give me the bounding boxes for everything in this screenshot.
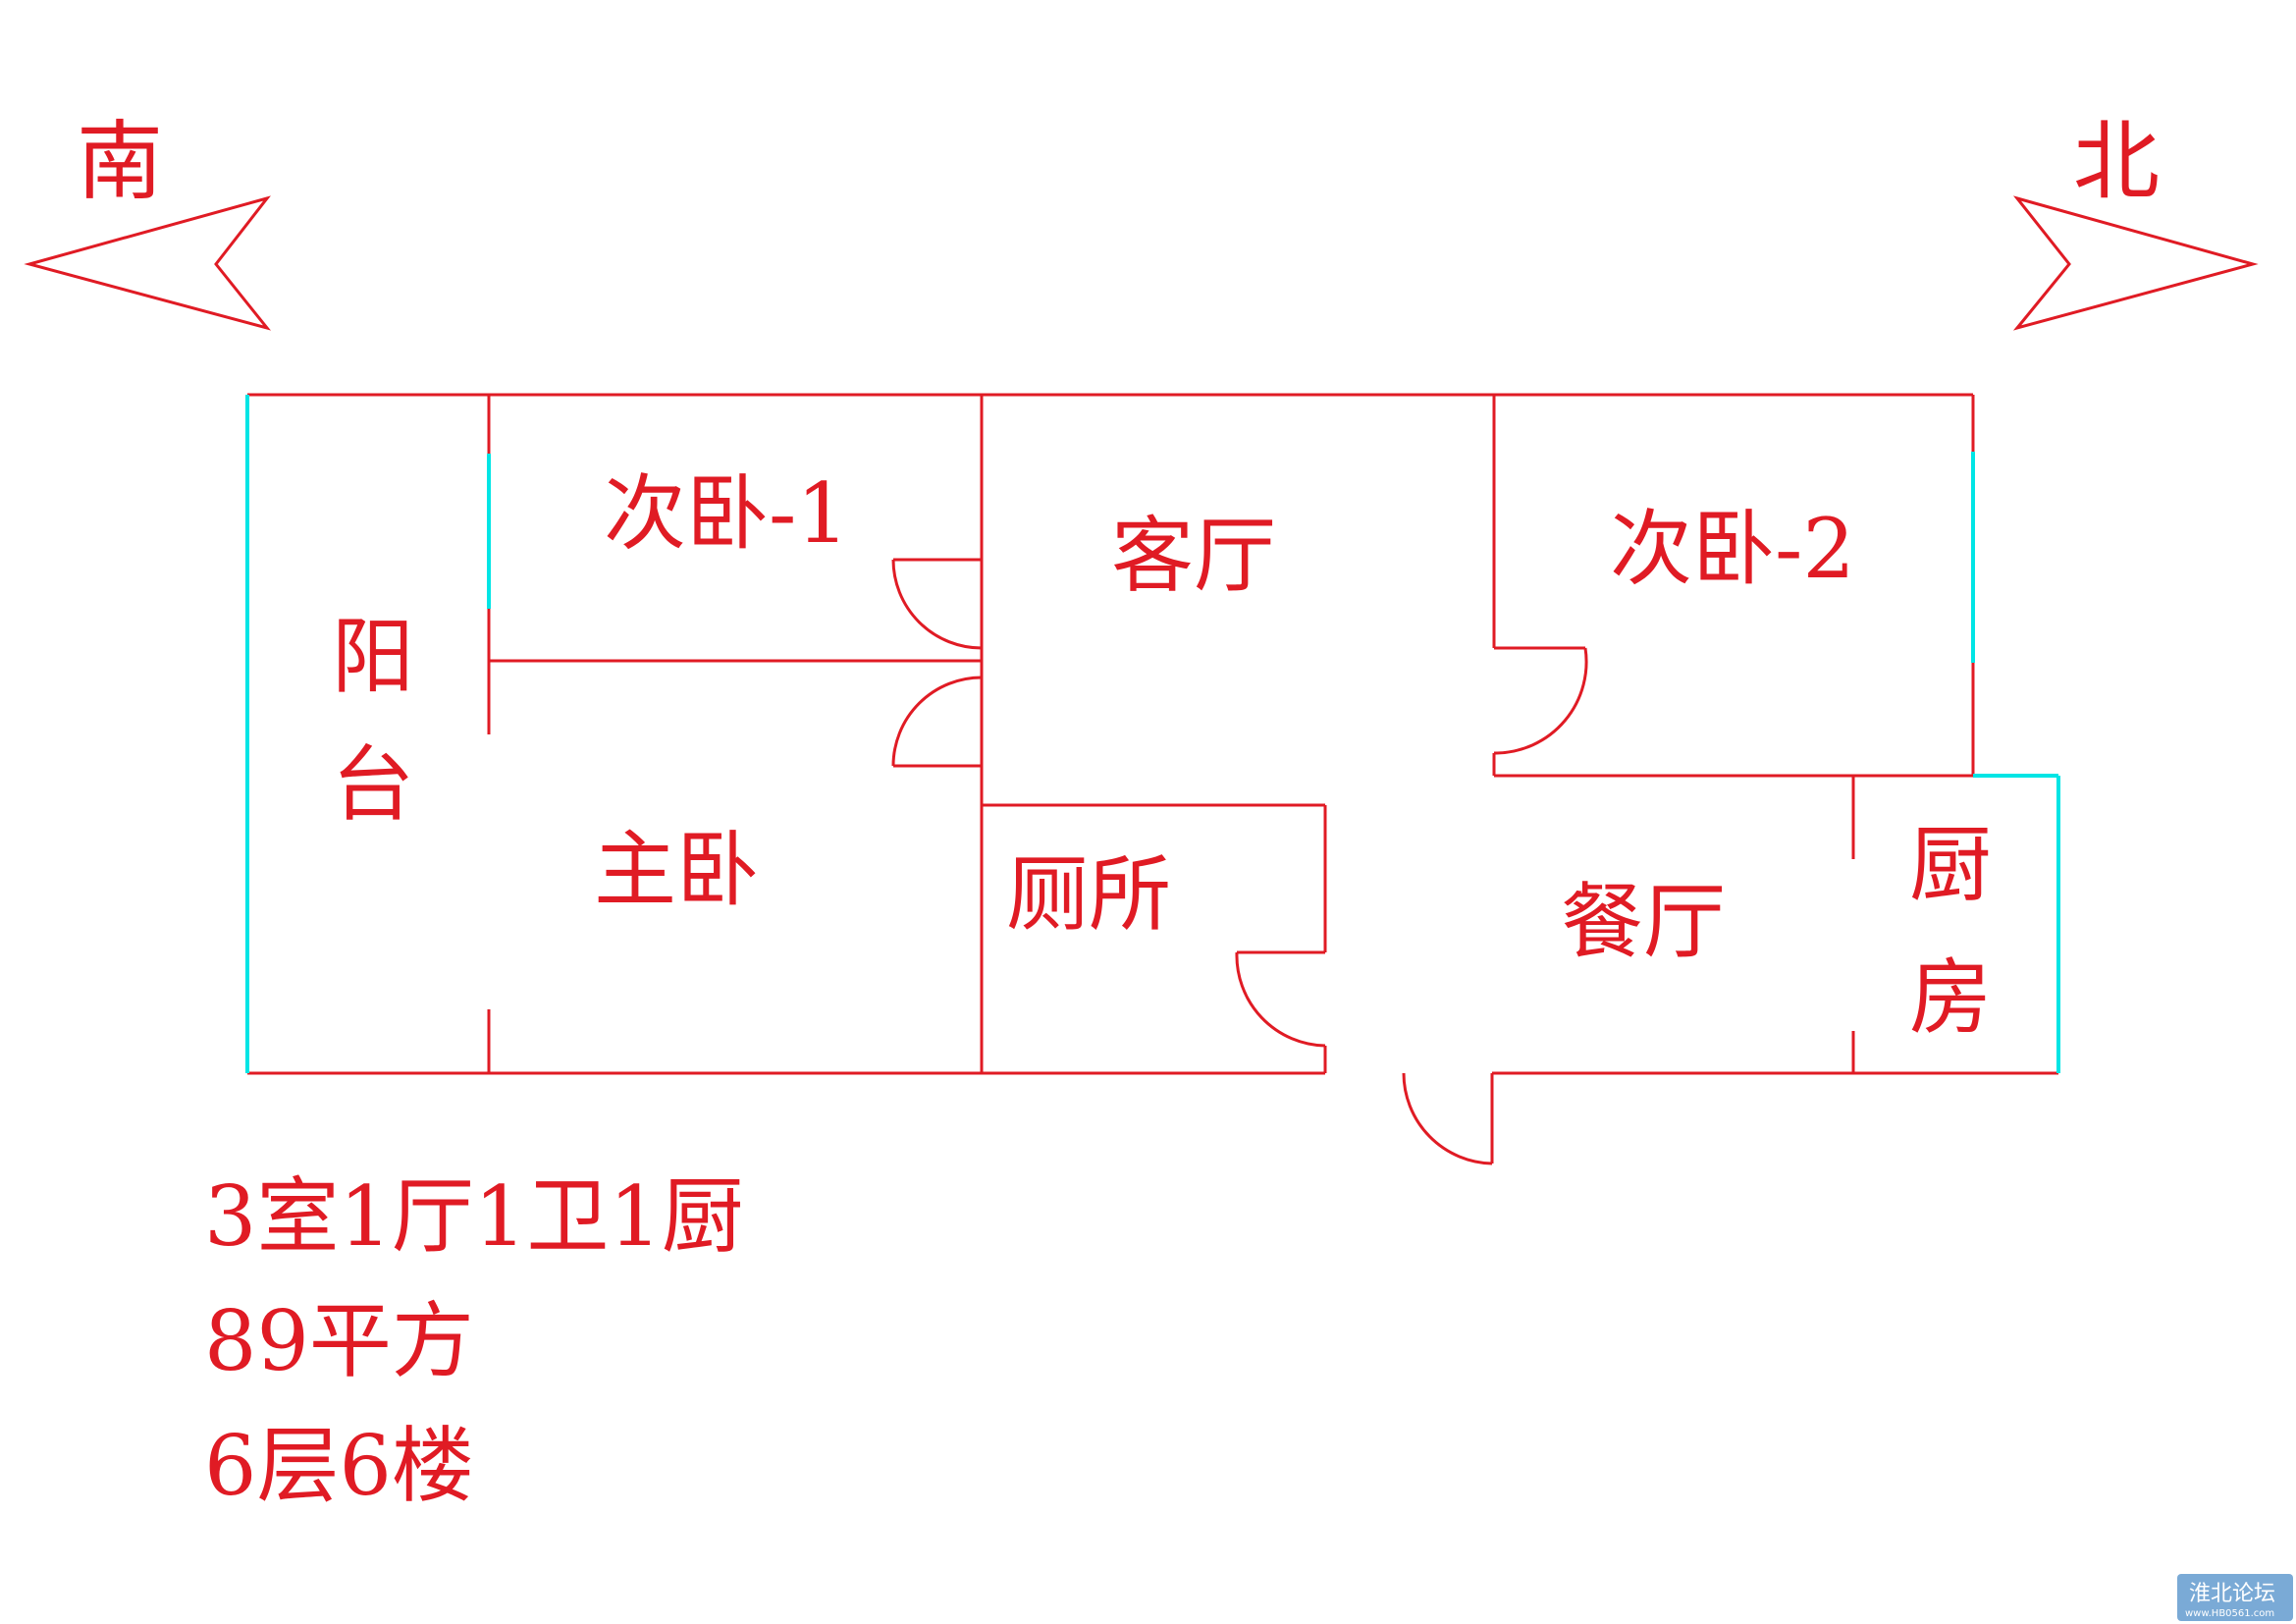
door-second-bedroom-2 <box>1494 646 1588 755</box>
room-label-kitchen-2: 房 <box>1909 949 1992 1046</box>
south-label: 南 <box>77 111 163 212</box>
info-layout: 3室1厅1卫1厨 <box>204 1168 744 1265</box>
room-label-kitchen-1: 厨 <box>1909 817 1992 913</box>
room-label-toilet: 厕所 <box>1006 846 1171 943</box>
room-label-second-bedroom-1: 次卧-1 <box>604 465 849 562</box>
room-label-master-bedroom: 主卧 <box>594 822 759 918</box>
watermark-title: 淮北论坛 <box>2189 1582 2275 1606</box>
room-label-second-bedroom-2: 次卧-2 <box>1610 501 1855 597</box>
info-area: 89平方 <box>204 1293 474 1389</box>
room-label-balcony-1: 阳 <box>332 609 414 705</box>
interior-walls <box>487 395 1973 1073</box>
north-label: 北 <box>2073 111 2160 212</box>
windows <box>245 395 2060 1073</box>
watermark-url: www.HB0561.com <box>2185 1608 2274 1619</box>
room-label-dining-room: 餐厅 <box>1561 874 1726 970</box>
door-second-bedroom-1 <box>891 558 983 650</box>
door-master-bedroom <box>891 676 983 768</box>
room-label-balcony-2: 台 <box>332 736 414 833</box>
outer-walls <box>247 393 2058 1075</box>
south-arrow <box>24 195 272 331</box>
watermark-logo: 淮北论坛 www.HB0561.com <box>2177 1574 2293 1621</box>
info-floor: 6层6楼 <box>204 1418 474 1514</box>
north-arrow <box>2012 195 2259 331</box>
door-toilet <box>1235 950 1326 1048</box>
room-label-living-room: 客厅 <box>1111 508 1276 604</box>
door-entrance <box>1402 1072 1494 1165</box>
